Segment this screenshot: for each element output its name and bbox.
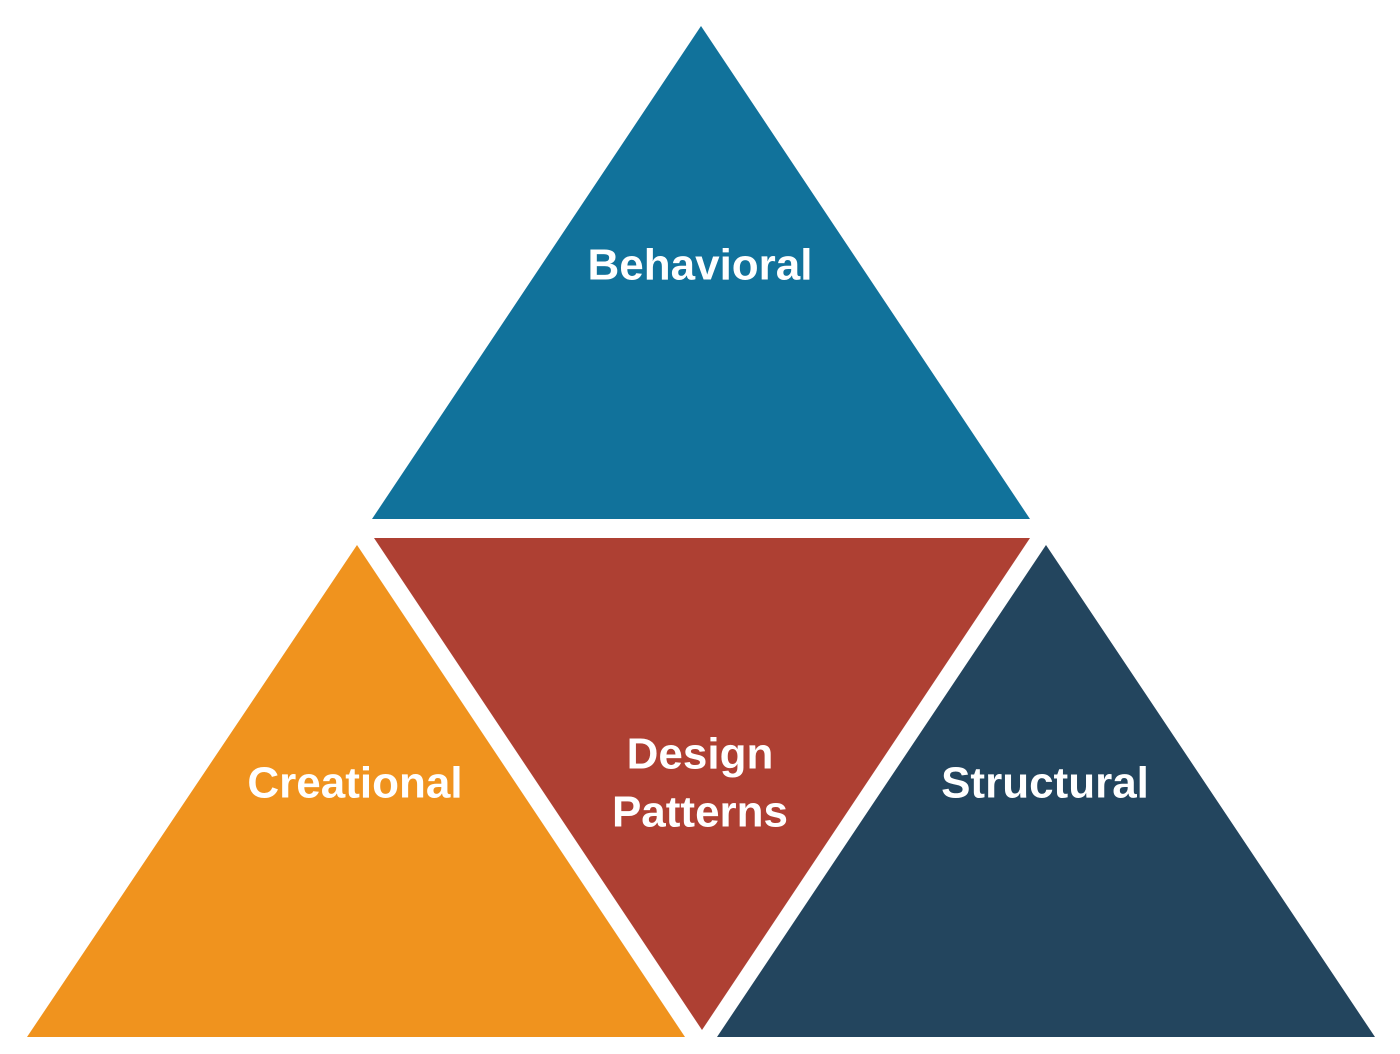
- structural-label: Structural: [941, 759, 1149, 808]
- design-label: Design: [627, 730, 774, 779]
- behavioral-triangle: [372, 26, 1030, 519]
- creational-label: Creational: [247, 759, 462, 808]
- design-patterns-triangle: [374, 538, 1030, 1030]
- patterns-label: Patterns: [612, 788, 788, 837]
- creational-triangle: [27, 545, 685, 1037]
- behavioral-label: Behavioral: [588, 241, 813, 290]
- structural-triangle: [717, 545, 1375, 1037]
